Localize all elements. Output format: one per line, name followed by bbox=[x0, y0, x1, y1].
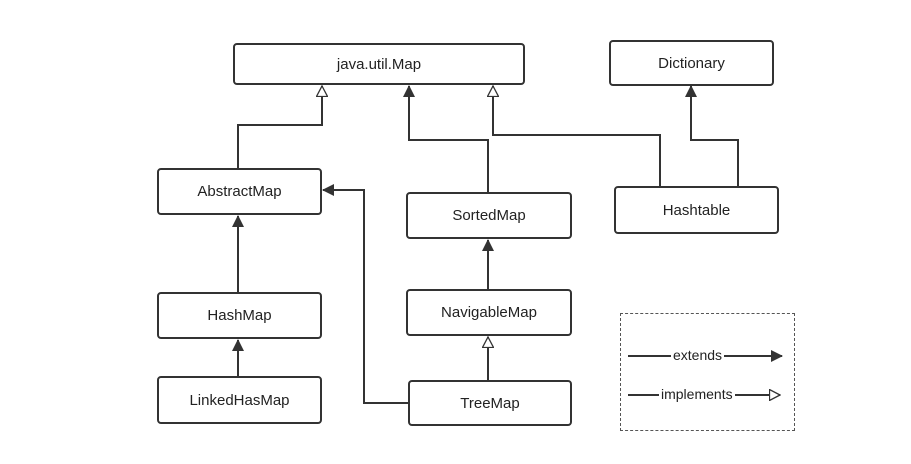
node-abstractmap: AbstractMap bbox=[157, 168, 322, 215]
node-hashmap: HashMap bbox=[157, 292, 322, 339]
legend-box bbox=[620, 313, 795, 431]
node-java-util-map: java.util.Map bbox=[233, 43, 525, 85]
edge-hashtable-map bbox=[493, 86, 661, 186]
node-linkedhasmap: LinkedHasMap bbox=[157, 376, 322, 424]
edge-treemap-abstractmap bbox=[322, 184, 408, 404]
edge-abstractmap-map bbox=[237, 86, 322, 168]
legend-implements-label: implements bbox=[659, 386, 735, 402]
node-treemap: TreeMap bbox=[408, 380, 572, 426]
node-dictionary: Dictionary bbox=[609, 40, 774, 86]
node-hashtable: Hashtable bbox=[614, 186, 779, 234]
edge-hashtable-dictionary bbox=[685, 85, 739, 186]
node-sortedmap: SortedMap bbox=[406, 192, 572, 239]
edge-sortedmap-map bbox=[403, 85, 489, 192]
legend-extends-label: extends bbox=[671, 347, 725, 363]
node-navigablemap: NavigableMap bbox=[406, 289, 572, 336]
